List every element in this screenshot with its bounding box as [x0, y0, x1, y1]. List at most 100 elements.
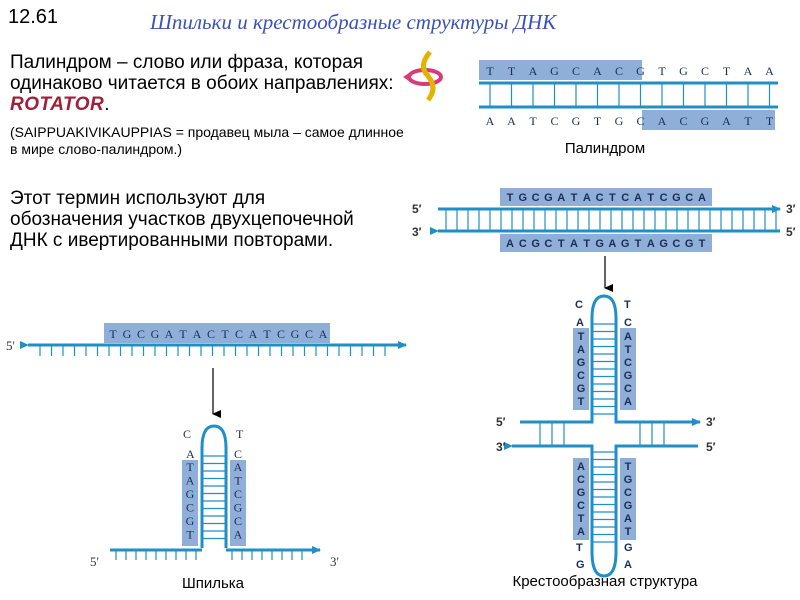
palindrome-top-base: G — [550, 64, 559, 78]
single-strand-base: C — [277, 327, 285, 341]
duplex-top-base: T — [609, 192, 616, 204]
duplex-label-5-left: 5′ — [412, 202, 422, 216]
single-strand-base: T — [109, 327, 117, 341]
palindrome-note: (SAIPPUAKIVIKAUPPIAS = продавец мыла – с… — [10, 124, 404, 157]
hairpin-loop-left: C — [183, 427, 191, 441]
rotation-icon — [403, 50, 443, 102]
duplex-bottom-base: A — [608, 238, 616, 250]
single-strand-base: A — [249, 327, 258, 341]
palindrome-top-base: A — [765, 64, 774, 78]
cruciform-top-left-base: G — [577, 383, 586, 395]
duplex-bottom-base: C — [672, 238, 680, 250]
cruciform-label-3-upper: 3′ — [706, 415, 716, 429]
palindrome-top-box-left — [479, 60, 642, 80]
duplex-top-base: G — [544, 192, 553, 204]
cruciform-bottom-right-base: T — [625, 526, 632, 538]
palindrome-bottom-box-right — [642, 110, 775, 130]
hairpin-left-a: A — [186, 447, 195, 461]
hairpin-right-stem-base: C — [234, 487, 242, 501]
hairpin-right-stem-base: G — [234, 501, 243, 515]
cruciform-top-left-base: G — [577, 357, 586, 369]
duplex-top-base: C — [660, 192, 668, 204]
duplex-top-base: T — [507, 192, 514, 204]
cruciform-top-left-box — [573, 328, 589, 410]
duplex-label-3-right: 3′ — [786, 202, 796, 216]
single-strand-base: G — [123, 327, 132, 341]
single-strand-base: G — [291, 327, 300, 341]
cruciform-label-3-lower: 3′ — [496, 440, 506, 454]
single-strand-base: C — [305, 327, 313, 341]
duplex-top-base: C — [685, 192, 693, 204]
cruciform-bottom-loop-left: G — [576, 559, 585, 571]
palindrome-bottom-base: T — [529, 114, 537, 128]
duplex-top-base: G — [672, 192, 681, 204]
palindrome-bottom-base: G — [701, 114, 710, 128]
cruciform-label-5-upper: 5′ — [496, 415, 506, 429]
duplex-bottom-base: T — [635, 238, 642, 250]
cruciform-label-5-lower: 5′ — [706, 440, 716, 454]
palindrome-definition: Палиндром – слово или фраза, которая оди… — [10, 52, 400, 115]
hairpin-right-stem-base: C — [234, 514, 242, 528]
cruciform-bottom-left-base: A — [577, 461, 585, 473]
cruciform-top-left-base: C — [577, 370, 585, 382]
palindrome-bottom-base: C — [636, 114, 644, 128]
duplex-bottom-base: T — [558, 238, 565, 250]
duplex-top-base: T — [647, 192, 654, 204]
palindrome-bottom-base: T — [744, 114, 752, 128]
hairpin-label-3: 3' — [330, 554, 339, 569]
duplex-bottom-box — [500, 234, 712, 252]
duplex-top-base: A — [583, 192, 591, 204]
duplex-bottom-base: G — [531, 238, 540, 250]
palindrome-top-base: G — [636, 64, 645, 78]
duplex-top-base: G — [519, 192, 528, 204]
hairpin-loop — [200, 424, 228, 548]
duplex-bottom-base: A — [506, 238, 514, 250]
hairpin-right-stem-base: A — [234, 460, 243, 474]
hairpin-left-stem-base: C — [186, 501, 194, 515]
palindrome-bottom-base: G — [615, 114, 624, 128]
duplex-bottom-base: A — [570, 238, 578, 250]
cruciform-bottom-right-base: G — [624, 474, 633, 486]
single-strand-box — [104, 323, 330, 343]
cruciform-top-left-base: T — [578, 396, 585, 408]
cruciform-bottom-right-box — [620, 458, 636, 540]
cruciform-top-right-box — [620, 328, 636, 410]
palindrome-top-base: C — [615, 64, 623, 78]
hairpin-right-stem-base: T — [234, 474, 242, 488]
duplex-top-base: C — [596, 192, 604, 204]
definition-text: Палиндром – слово или фраза, которая оди… — [10, 52, 394, 94]
hairpin-right-c: C — [234, 447, 242, 461]
duplex-top-box — [500, 188, 712, 206]
palindrome-top-base: C — [572, 64, 580, 78]
cruciform-bottom-right-base: C — [624, 487, 632, 499]
single-strand-base: T — [263, 327, 271, 341]
palindrome-top-base: T — [486, 64, 494, 78]
single-strand-label-5: 5' — [6, 338, 15, 353]
palindrome-bottom-base: C — [550, 114, 558, 128]
duplex-bottom-base: G — [659, 238, 668, 250]
single-strand-base: C — [235, 327, 243, 341]
single-strand-base: C — [207, 327, 215, 341]
cruciform-top-right-base: T — [625, 344, 632, 356]
cruciform-lower-strand — [520, 444, 698, 578]
duplex-bottom-base: G — [595, 238, 604, 250]
cruciform-bottom-left-base: C — [577, 500, 585, 512]
cruciform-bottom-right-base: A — [624, 513, 632, 525]
duplex-bottom-base: T — [699, 238, 706, 250]
cruciform-bottom-t: T — [576, 542, 583, 554]
palindrome-top-base: A — [593, 64, 602, 78]
palindrome-top-base: T — [508, 64, 516, 78]
cruciform-bottom-left-box — [573, 458, 589, 540]
duplex-bottom-base: A — [647, 238, 655, 250]
duplex-top-base: C — [532, 192, 540, 204]
cruciform-top-left-base: T — [578, 331, 585, 343]
palindrome-top-base: A — [744, 64, 753, 78]
cruciform-top-right-base: A — [624, 331, 632, 343]
cruciform-bottom-right-base: T — [625, 461, 632, 473]
palindrome-bottom-base: T — [766, 114, 774, 128]
cruciform-bottom-left-base: A — [577, 526, 585, 538]
